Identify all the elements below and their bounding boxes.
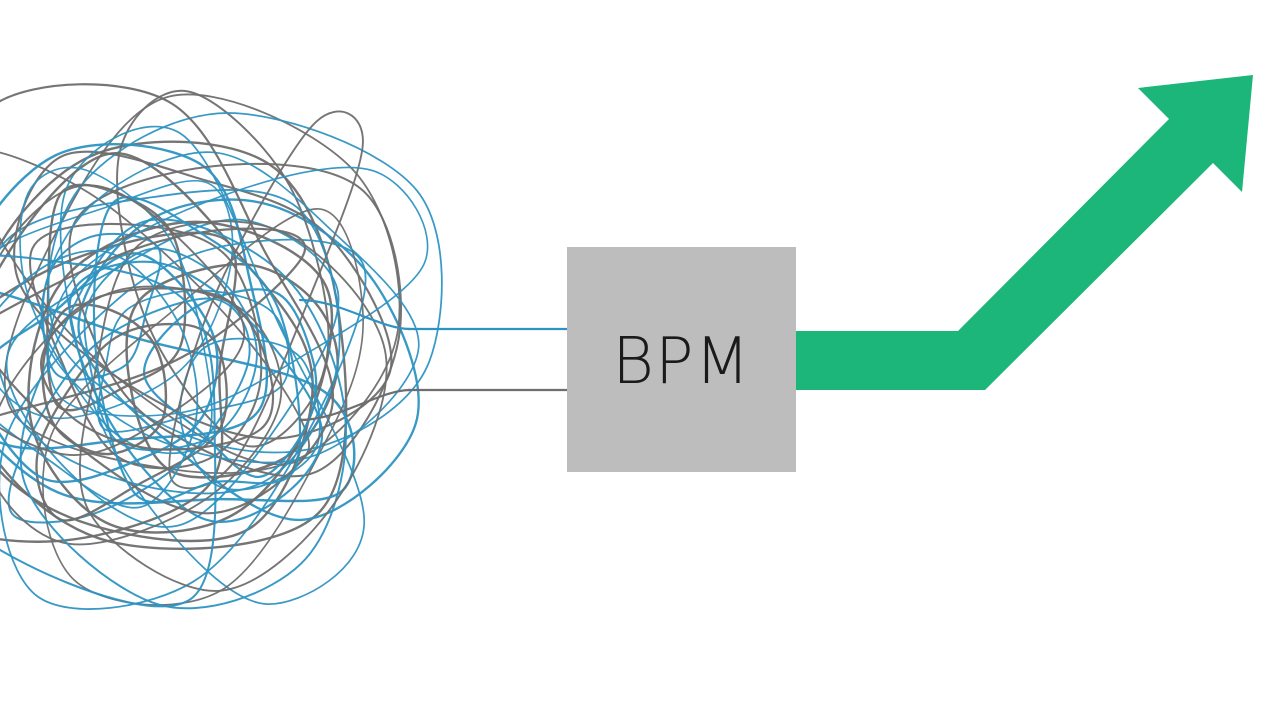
tangle-strand [0,152,314,543]
tangle-strand [116,89,330,448]
trend-up-arrow-icon [796,75,1253,390]
tangle-strand [47,112,443,454]
tangle-strand [142,288,318,479]
tangle-strand [179,337,321,491]
tangle-strand [40,151,420,464]
tangle-strand [68,162,402,478]
tangle-lead-blue [298,298,412,331]
tangle-strand [7,297,251,524]
tangle-strand [0,231,238,543]
tangle-strand [0,227,306,417]
bpm-box: BPM [567,247,796,472]
tangle-lead-gray [298,388,412,422]
tangle-strand [0,184,246,457]
tangle-strand [0,249,199,509]
arrow-head [1138,75,1253,192]
tangle-strand [77,198,420,521]
arrow-shaft [796,118,1214,390]
tangle-strand [0,254,217,608]
tangle-strand [83,247,258,451]
tangle-strand [42,208,364,606]
tangle-strand [59,125,366,605]
tangled-wires-icon [0,83,443,610]
bpm-box-label: BPM [612,324,751,399]
bpm-box-rect [567,247,796,472]
tangle-strand [47,166,429,417]
tangle-strand [0,140,348,550]
tangle-strand [27,220,334,534]
tangle-strand [40,287,275,451]
tangle-strand [92,196,302,504]
tangle-strand [28,222,263,470]
tangle-strand [0,252,219,484]
tangle-strand [0,142,269,450]
tangle-strand [0,83,335,515]
tangle-strand [0,189,341,495]
tangle-strand [0,179,234,420]
tangle-strand [68,260,324,523]
tangle-strand [0,285,283,546]
tangle-strand [168,110,364,490]
tangle-strand [79,220,388,592]
